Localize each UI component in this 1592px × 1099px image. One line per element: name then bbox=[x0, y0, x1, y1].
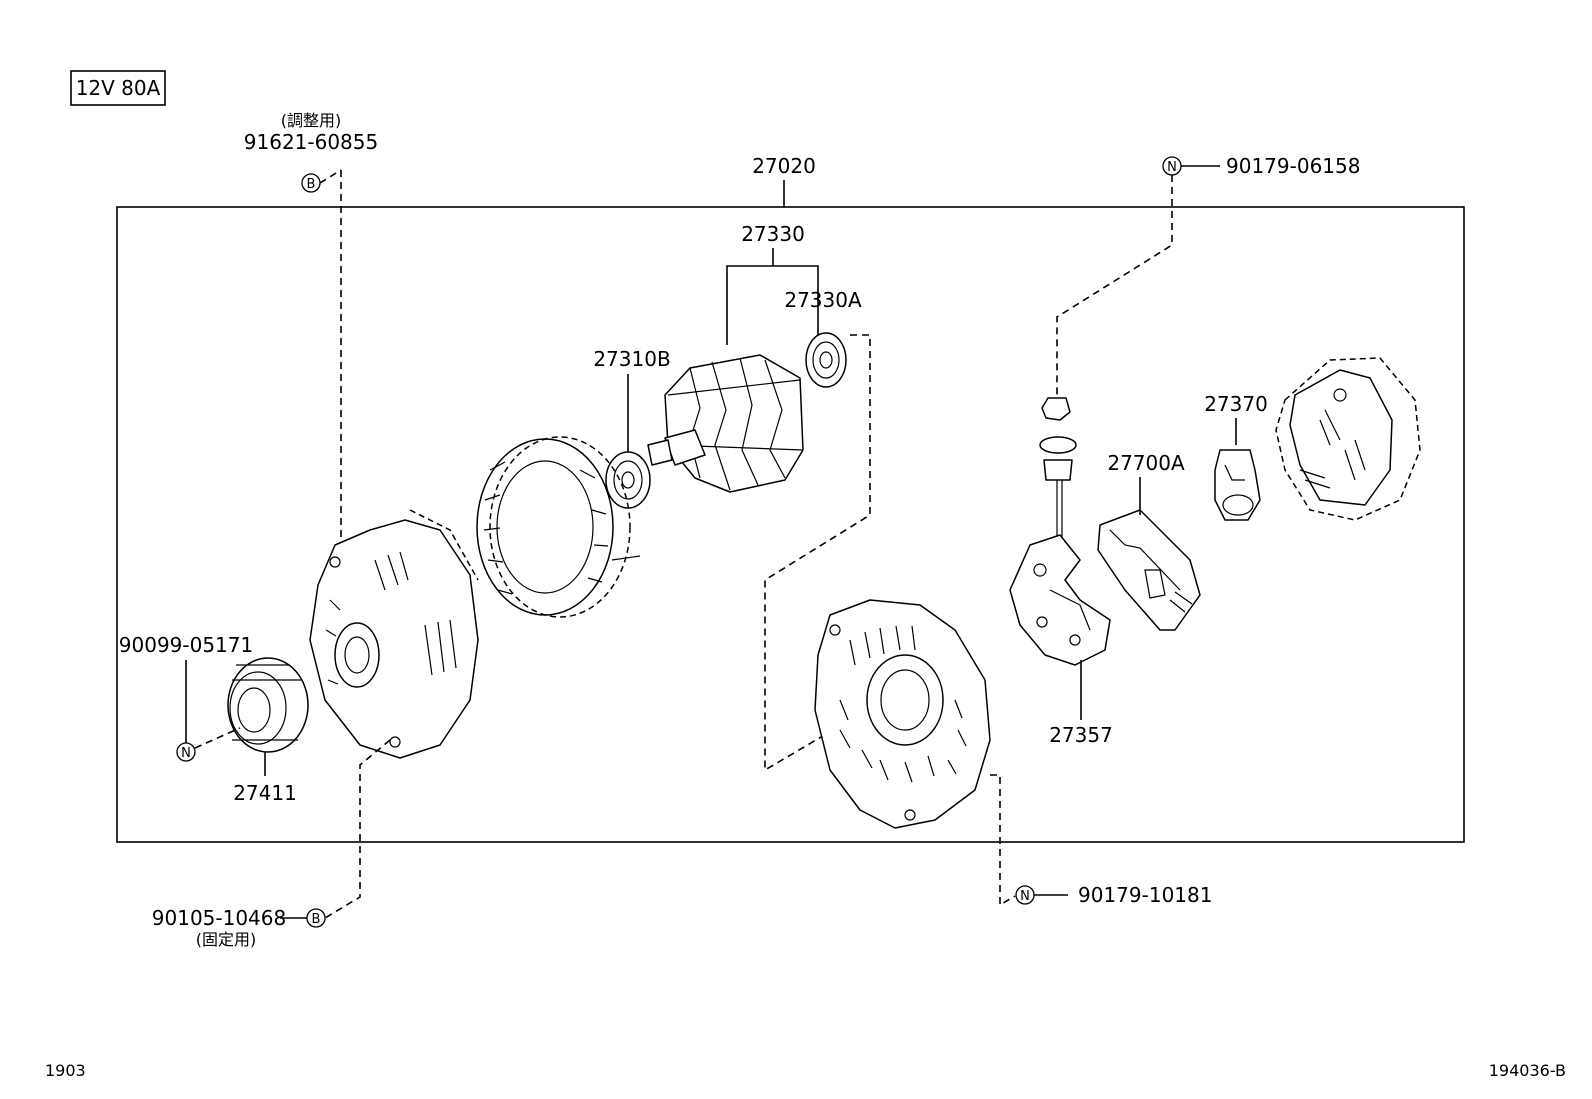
assembly-frame bbox=[116, 206, 1465, 843]
bracket-27330 bbox=[726, 265, 819, 345]
leader-90099-dashed bbox=[194, 727, 241, 749]
callout-90179-06158: 90179-06158 bbox=[1226, 154, 1360, 178]
callout-27411: 27411 bbox=[233, 781, 297, 805]
terminal-stud-part bbox=[1039, 397, 1077, 555]
bearing-27310b bbox=[605, 451, 651, 509]
rectifier-end-frame-part bbox=[814, 599, 991, 829]
regulator-part bbox=[1097, 509, 1201, 631]
callout-91621-60855: 91621-60855 bbox=[244, 130, 378, 154]
footer-right-code: 194036-B bbox=[1489, 1061, 1566, 1080]
callout-27700a: 27700A bbox=[1107, 451, 1185, 475]
n-symbol-top: N bbox=[1162, 156, 1182, 176]
callout-27370: 27370 bbox=[1204, 392, 1268, 416]
callout-27020: 27020 bbox=[752, 154, 816, 178]
rear-end-cover-part bbox=[1275, 357, 1421, 521]
callout-27310b: 27310B bbox=[593, 347, 670, 371]
callout-91621-60855-note: (調整用) bbox=[281, 111, 342, 130]
callout-27330: 27330 bbox=[741, 222, 805, 246]
b-symbol-top: B bbox=[301, 173, 321, 193]
pulley-part bbox=[227, 657, 309, 753]
rectifier-part bbox=[1009, 534, 1111, 666]
callout-27357: 27357 bbox=[1049, 723, 1113, 747]
spec-box-label: 12V 80A bbox=[76, 76, 161, 100]
rotor-part bbox=[647, 354, 804, 493]
leader-91621-60855 bbox=[319, 169, 342, 184]
n-symbol-left: N bbox=[176, 742, 196, 762]
callout-27330a: 27330A bbox=[784, 288, 862, 312]
terminal-insulator-part bbox=[1214, 449, 1261, 521]
bearing-27330a bbox=[805, 332, 847, 388]
svg-text:B: B bbox=[312, 912, 321, 927]
leader-90179-10181-dashed bbox=[990, 774, 1016, 907]
svg-text:B: B bbox=[307, 177, 316, 192]
svg-text:N: N bbox=[1020, 889, 1030, 904]
callout-90179-10181: 90179-10181 bbox=[1078, 883, 1212, 907]
leader-90179-06158-dashed bbox=[1056, 175, 1173, 395]
alignment-dashed-center bbox=[764, 334, 871, 772]
callout-90105-10468: 90105-10468 bbox=[152, 906, 286, 930]
spec-box bbox=[70, 70, 166, 106]
callout-90099-05171: 90099-05171 bbox=[119, 633, 253, 657]
svg-text:N: N bbox=[1167, 160, 1177, 175]
callout-90105-10468-note: (固定用) bbox=[196, 930, 257, 949]
n-symbol-bottom: N bbox=[1015, 885, 1035, 905]
b-symbol-bottom: B bbox=[306, 908, 326, 928]
footer-left-code: 1903 bbox=[45, 1061, 86, 1080]
leader-90105-10468-dashed bbox=[324, 739, 391, 919]
stator-part bbox=[476, 436, 641, 618]
drive-end-frame-part bbox=[309, 509, 479, 759]
svg-text:N: N bbox=[181, 746, 191, 761]
